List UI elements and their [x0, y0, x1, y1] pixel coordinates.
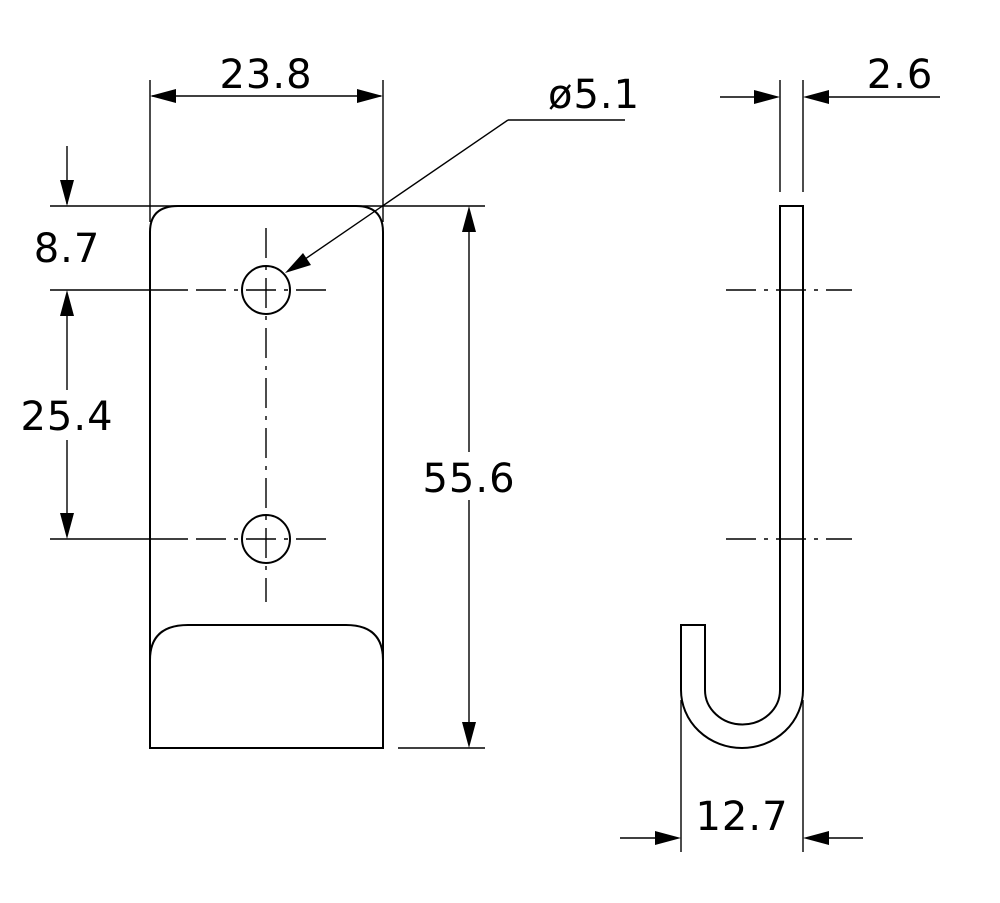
- side-view-outline: [680, 205, 804, 749]
- dimension-width-label: 23.8: [219, 52, 312, 98]
- front-view: [149, 205, 384, 749]
- lower-mounting-hole: [241, 514, 291, 564]
- dimension-overall-height-label: 55.6: [422, 456, 515, 502]
- dimension-hook-depth: 12.7: [620, 700, 863, 852]
- dimension-top-to-hole-label: 8.7: [34, 226, 101, 272]
- dimension-overall-height: 55.6: [398, 206, 515, 749]
- hook-lip-outline: [149, 624, 384, 661]
- dimension-hole-spacing-label: 25.4: [20, 394, 113, 440]
- dimension-hook-depth-label: 12.7: [695, 794, 788, 840]
- dimension-width: 23.8: [149, 52, 384, 222]
- dimension-hole-diameter: ø5.1: [285, 72, 640, 273]
- side-view: [680, 205, 852, 749]
- dimension-hole-spacing: 25.4: [20, 316, 188, 540]
- dimension-thickness-label: 2.6: [867, 52, 934, 98]
- dimension-top-to-hole: 8.7: [34, 146, 485, 316]
- dimension-thickness: 2.6: [720, 52, 940, 192]
- dimension-hole-diameter-label: ø5.1: [548, 72, 640, 118]
